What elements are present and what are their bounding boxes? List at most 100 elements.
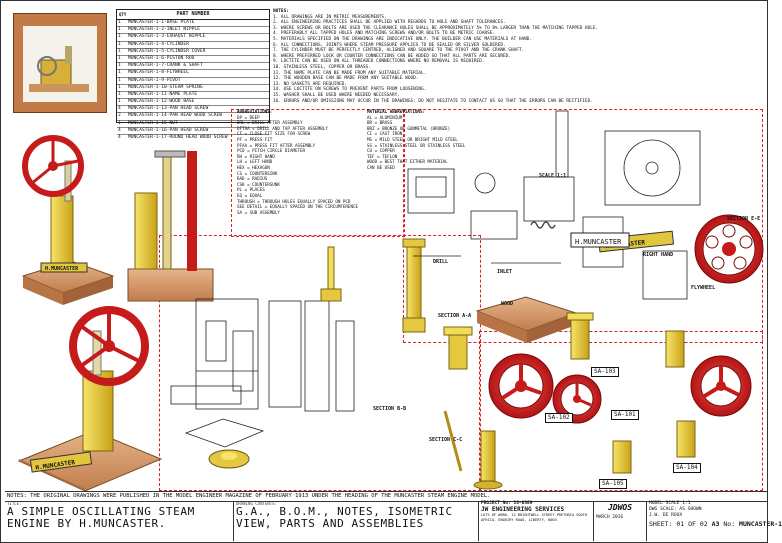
bom-part: MUNCASTER-1-10-STEAM SPRING	[128, 84, 203, 90]
bom-row: 1 MUNCASTER-1-11-NAME PLATE	[117, 91, 269, 100]
note-line: 8. WHERE PREFERRED LOCK OR COUNTER CONNE…	[273, 53, 511, 59]
bom-qty: 1	[118, 48, 121, 54]
bom-part: MUNCASTER-1-17-ROUND HEAD WOOD SCREW	[128, 135, 228, 140]
bom-ref-header: QTY	[119, 12, 127, 17]
note-line: 16. ERRORS AND/OR OMISSIONS MAY OCCUR IN…	[273, 98, 593, 104]
note-line: 3. WHERE SCREWS OR BOLTS ARE USED THE CL…	[273, 25, 599, 31]
subassembly-flywheel-large	[488, 353, 554, 419]
note-line: 12. THE WOODEN BASE CAN BE MADE FROM ANY…	[273, 76, 419, 82]
section-cc-label: SECTION C-C	[429, 437, 463, 443]
note-line: 6. ALL CONNECTIONS, JOINTS WHERE STEAM P…	[273, 42, 506, 48]
bom-qty: 4	[118, 135, 121, 140]
bom-part: MUNCASTER-1-13-PAN HEAD SCREW	[128, 106, 209, 112]
bom-qty: 1	[118, 91, 121, 97]
bom-part: MUNCASTER-1-11-NAME PLATE	[128, 91, 198, 97]
note-line: 7. THE CYLINDER MUST BE PERFECTLY CENTRE…	[273, 48, 525, 54]
spring-part	[530, 221, 556, 229]
note-line: 14. USE LOCTITE ON SCREWS TO PREVENT PAR…	[273, 87, 427, 93]
wood-base-part	[475, 296, 578, 343]
drill-label: DRILL	[433, 259, 449, 265]
material-abbreviations: MATERIAL ABBREVIATIONS: AL = ALUMINIUM B…	[367, 109, 477, 171]
bom-part: MUNCASTER-1-16-PAN HEAD SCREW	[128, 127, 209, 133]
bom-part: MUNCASTER-1-2-INLET NIPPLE	[128, 27, 200, 33]
drawing-date: MARCH 2016	[596, 515, 624, 520]
bom-part: MUNCASTER-1-8-FLYWHEEL	[128, 70, 189, 76]
abbr-line: PCD = PITCH CIRCLE DIAMETER	[237, 148, 306, 154]
drawn-by: J.W. DE ROUX	[649, 513, 683, 518]
gear-parts	[208, 449, 250, 469]
abbr-line: DP = DEEP	[237, 114, 260, 120]
notes-title: NOTES:	[273, 9, 289, 14]
abbr-line: THROUGH = THROUGH HOLES EQUALLY SPACED O…	[237, 198, 351, 204]
bom-qty: 1	[118, 55, 121, 61]
material-line: CI = CAST IRON	[367, 131, 403, 137]
abbreviations-list: ABBREVIATIONS: DP = DEEP DRL = DRILL AFT…	[237, 109, 385, 215]
callout-sa-105: SA-105	[599, 479, 627, 489]
title-block-company: PROJECT No: 16-0309 JW ENGINEERING SERVI…	[479, 501, 594, 541]
abbreviations-title: ABBREVIATIONS:	[237, 109, 273, 114]
bom-qty: 1	[118, 27, 121, 33]
piston-parts	[320, 246, 473, 370]
photo-engine-icon	[29, 46, 89, 92]
bom-part: MUNCASTER-1-12-WOOD BASE	[128, 99, 195, 105]
bom-row: 1 MUNCASTER-1-5-CYLINDER COVER	[117, 49, 269, 56]
material-line: BRZ = BRONZE OR GUNMETAL (BRONZE)	[367, 125, 451, 131]
wood-label: WOOD	[501, 301, 514, 307]
bom-qty: 1	[118, 120, 121, 126]
isometric-view-large	[17, 306, 163, 492]
flywheel-label: FLYWHEEL	[691, 285, 716, 291]
drawing-contents-label: DRAWING CONTENTS:	[236, 501, 277, 506]
company-name: JW ENGINEERING SERVICES	[481, 506, 565, 513]
abbr-line: RH = RIGHT HAND	[237, 153, 275, 159]
base-plate-views	[170, 298, 355, 448]
drawing-number: MUNCASTER-1	[739, 520, 782, 528]
model-name-label: H.MUNCASTER	[575, 238, 622, 246]
bom-qty: 1	[118, 70, 121, 76]
company-logo: JDWOS	[607, 503, 633, 512]
abbr-line: CF = CLOSE FIT SIZE FOR SCREW	[237, 131, 311, 137]
title-block-sheet: MODEL SCALE 1:1 DWG SCALE: AS SHOWN J.W.…	[647, 501, 782, 541]
scale-label: SCALE 1:1	[539, 173, 567, 179]
abbr-line: LH = LEFT HAND	[237, 159, 273, 165]
material-line: AL = ALUMINIUM	[367, 114, 403, 120]
abbr-line: PFAA = PRESS FIT AFTER ASSEMBLY	[237, 142, 316, 148]
bom-qty: 1	[118, 99, 121, 105]
name-box	[570, 232, 630, 248]
bom-qty: 1	[118, 77, 121, 83]
cylinder-part	[402, 238, 426, 333]
abbr-line: RAD = RADIUS	[237, 176, 268, 182]
assembly-frame	[159, 235, 481, 491]
abbr-line: DFTAA = DRILL AND TAP AFTER ASSEMBLY	[237, 125, 328, 131]
note-line: 2. ALL ENGINEERING PRACTICES SHALL BE AP…	[273, 20, 506, 26]
parts-detail-views	[407, 110, 701, 300]
bom-part: MUNCASTER-1-9-PIVOT	[128, 77, 181, 83]
note-line: 13. NO GASKETS ARE REQUIRED.	[273, 81, 348, 87]
abbr-line: PL = PLACES	[237, 187, 265, 193]
note-line: 1. ALL DRAWINGS ARE IN METRIC MEASUREMEN…	[273, 14, 387, 20]
inlet-label: INLET	[497, 269, 513, 275]
drawing-title: A SIMPLE OSCILLATING STEAM ENGINE BY H.M…	[7, 505, 195, 530]
drawing-number-label: No:	[723, 520, 736, 528]
bom-part: MUNCASTER-1-1-BASE PLATE	[128, 20, 195, 25]
sheet-number: SHEET: 01 OF 02	[649, 520, 708, 528]
drawing-contents: G.A., B.O.M., NOTES, ISOMETRIC VIEW, PAR…	[236, 505, 453, 530]
bom-row: 1 MUNCASTER-1-2-INLET NIPPLE	[117, 27, 269, 35]
bom-part: MUNCASTER-1-5-CYLINDER COVER	[128, 48, 206, 54]
isometric-view-small	[21, 135, 115, 305]
material-line: CAN BE USED	[367, 164, 395, 170]
bom-part: MUNCASTER-1-7-CRANK & SHAFT	[128, 63, 203, 69]
material-line: TEF = TEFLON	[367, 153, 398, 159]
abbr-line: SEE DETAIL = EQUALLY SPACED ON THE CIRCU…	[237, 204, 359, 210]
materials-title: MATERIAL ABBREVIATIONS:	[367, 109, 425, 114]
title-label: TITLE:	[7, 501, 22, 506]
